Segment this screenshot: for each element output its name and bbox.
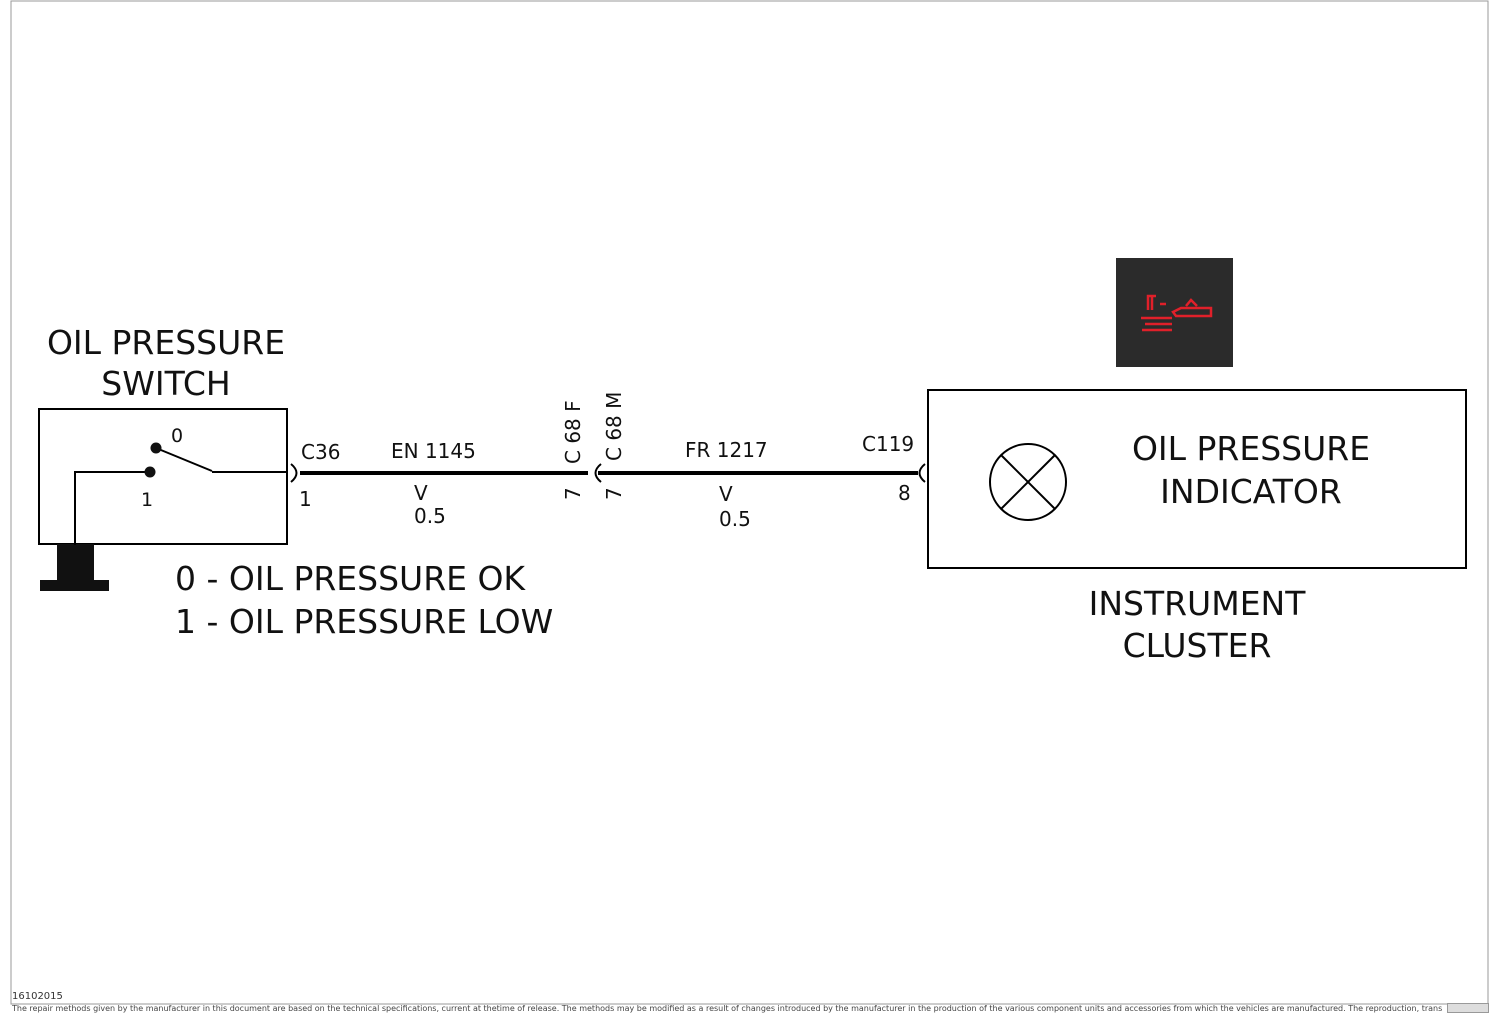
wire-fr-1217-id: FR 1217 <box>685 438 768 462</box>
switch-ground-stem <box>57 544 94 580</box>
wire-en-1145-id: EN 1145 <box>391 439 476 463</box>
footer-box <box>1447 1003 1489 1013</box>
connector-c68m-pin: 7 <box>602 487 626 500</box>
indicator-label-line1: OIL PRESSURE <box>1132 429 1370 468</box>
switch-contact-0 <box>150 442 162 454</box>
indicator-lamp-icon <box>989 443 1067 521</box>
oil-pressure-warning-icon <box>1141 294 1213 332</box>
indicator-label-line2: INDICATOR <box>1160 472 1342 511</box>
instrument-cluster: OIL PRESSURE INDICATOR INSTRUMENT CLUSTE… <box>927 258 1467 665</box>
connector-c119-pin: 8 <box>898 481 911 505</box>
connector-c68f-pin: 7 <box>561 487 585 500</box>
connector-c68f-name: C 68 F <box>561 400 585 464</box>
connector-c36-pin: 1 <box>299 487 312 511</box>
footer-disclaimer: The repair methods given by the manufact… <box>12 1004 1442 1013</box>
page-frame <box>10 0 1489 1005</box>
switch-title-line2: SWITCH <box>101 364 230 403</box>
switch-blade <box>155 447 213 472</box>
switch-contact-1-label: 1 <box>141 489 153 511</box>
instrument-cluster-box <box>927 389 1467 569</box>
legend-line2: 1 - OIL PRESSURE LOW <box>175 602 553 641</box>
wire-fr-1217-color: V <box>719 482 733 506</box>
switch-contact-1 <box>144 466 156 478</box>
switch-contact-0-label: 0 <box>171 425 183 447</box>
cluster-label-line1: INSTRUMENT <box>1089 584 1307 623</box>
switch-housing <box>38 408 288 545</box>
connector-c36-symbol <box>290 463 298 483</box>
wire-en-1145-color: V <box>414 481 428 505</box>
legend-line1: 0 - OIL PRESSURE OK <box>175 559 526 598</box>
document-id: 16102015 <box>12 991 63 1002</box>
connector-c68m-symbol <box>594 463 602 483</box>
wire-en-1145-size: 0.5 <box>414 504 446 528</box>
switch-ground-lead <box>74 471 150 545</box>
connector-c119-symbol <box>918 463 926 483</box>
connector-c68m-name: C 68 M <box>602 392 626 461</box>
indicator-lamp-cross-b <box>1000 454 1056 510</box>
oil-pressure-switch: OIL PRESSURE SWITCH 0 1 <box>38 323 288 591</box>
connector-c119-name: C119 <box>862 432 914 456</box>
connector-c36-name: C36 <box>301 440 340 464</box>
wire-fr-1217-size: 0.5 <box>719 507 751 531</box>
switch-ground-base <box>40 580 109 591</box>
switch-title-line1: OIL PRESSURE <box>47 323 285 362</box>
cluster-label-line2: CLUSTER <box>1123 626 1272 665</box>
